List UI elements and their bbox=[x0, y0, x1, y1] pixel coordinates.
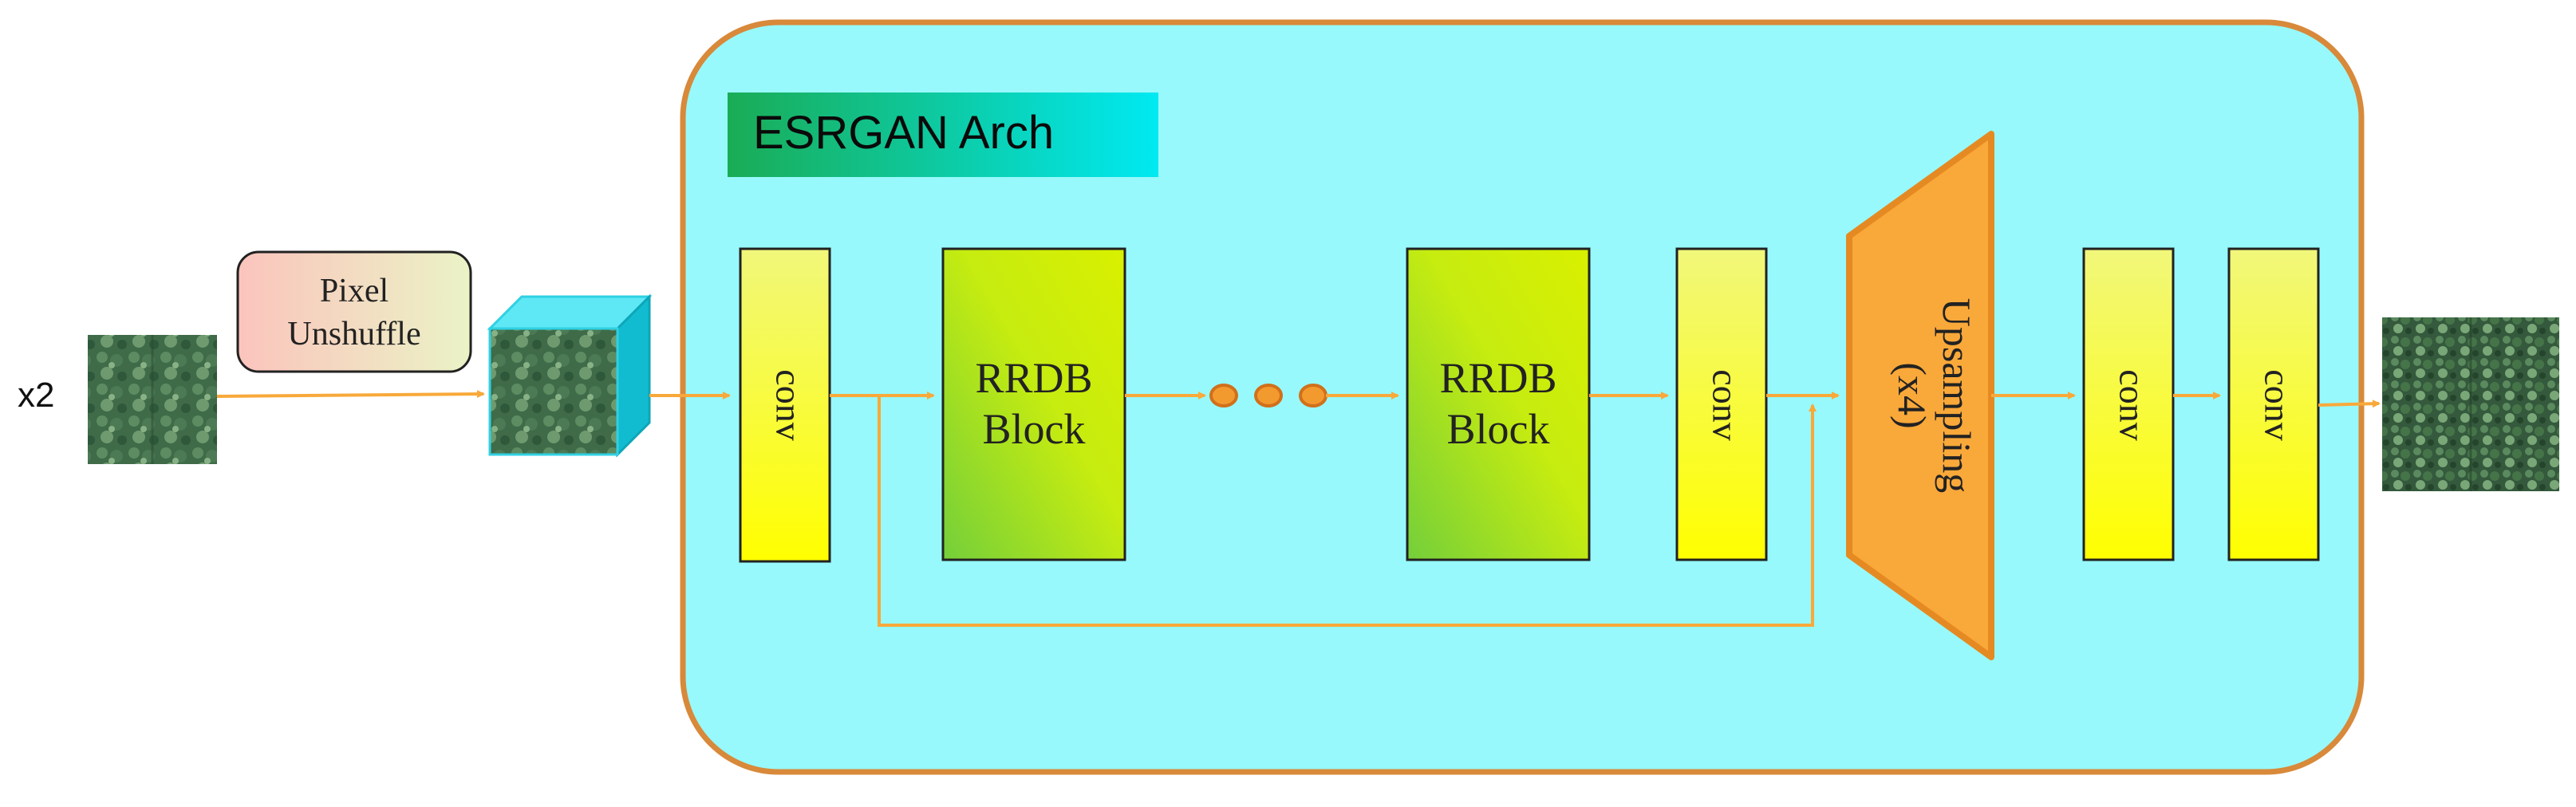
conv-hr-label: conv bbox=[2112, 369, 2152, 440]
conv-first-label: conv bbox=[768, 369, 809, 440]
arch-title-banner: ESRGAN Arch bbox=[728, 93, 1158, 177]
unshuffled-cube bbox=[487, 293, 653, 458]
rrdb-block-1: RRDB Block bbox=[941, 247, 1126, 561]
pixel-unshuffle-line1: Pixel bbox=[320, 273, 389, 309]
conv-body-block: conv bbox=[1675, 247, 1768, 561]
arrow-input-to-cube bbox=[216, 390, 485, 399]
rrdb1-line2: Block bbox=[983, 405, 1086, 453]
conv-first-block: conv bbox=[739, 247, 831, 563]
upsampling-line1: Upsampling bbox=[1935, 298, 1979, 493]
arch-title: ESRGAN Arch bbox=[753, 107, 1054, 159]
rrdb2-line1: RRDB bbox=[1439, 354, 1556, 402]
rrdb2-line2: Block bbox=[1447, 405, 1550, 453]
upsampling-block: Upsampling (x4) bbox=[1846, 131, 1994, 660]
conv-last-block: conv bbox=[2227, 247, 2320, 561]
scale-label: x2 bbox=[18, 376, 54, 415]
skip-connection bbox=[878, 396, 1817, 627]
conv-last-label: conv bbox=[2257, 369, 2298, 440]
upsampling-line2: (x4) bbox=[1890, 362, 1935, 428]
pixel-unshuffle-box: Pixel Unshuffle bbox=[236, 250, 472, 373]
arrow-to-output bbox=[2318, 400, 2381, 408]
rrdb-block-2: RRDB Block bbox=[1406, 247, 1591, 561]
output-image bbox=[2382, 317, 2559, 491]
rrdb1-line1: RRDB bbox=[975, 354, 1092, 402]
pixel-unshuffle-line2: Unshuffle bbox=[287, 316, 420, 352]
conv-body-label: conv bbox=[1705, 369, 1746, 440]
input-image bbox=[88, 335, 217, 464]
ellipsis-dots bbox=[1209, 384, 1327, 407]
conv-hr-block: conv bbox=[2082, 247, 2175, 561]
